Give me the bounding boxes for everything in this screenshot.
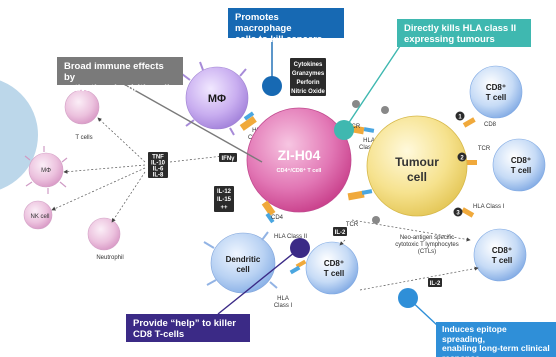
callout-dendritic: Broad immune effects by activating dendr… xyxy=(57,57,183,94)
dendritic-cell: Dendritic cell xyxy=(203,231,278,294)
cytokines-box: Cytokines Granzymes Perforin Nitric Oxid… xyxy=(290,58,326,96)
svg-text:Class II: Class II xyxy=(359,145,379,151)
svg-text:T cell: T cell xyxy=(324,269,344,278)
svg-text:IL-10: IL-10 xyxy=(151,161,166,167)
svg-text:cell: cell xyxy=(407,170,427,184)
svg-text:3: 3 xyxy=(456,211,460,217)
cd8-t-cell-top: CD8⁺ T cell xyxy=(469,65,523,119)
svg-text:2: 2 xyxy=(460,156,464,162)
svg-text:Neo-antigen specific: Neo-antigen specific xyxy=(400,235,454,241)
svg-text:cell: cell xyxy=(236,265,249,274)
svg-text:CD8⁺: CD8⁺ xyxy=(486,83,506,92)
svg-text:IL-6: IL-6 xyxy=(153,167,164,173)
svg-text:Nitric Oxide: Nitric Oxide xyxy=(291,89,325,95)
neutrophil-small: Neutrophil xyxy=(87,217,124,261)
macrophage-label: MΦ xyxy=(208,93,226,105)
help-callout-dot xyxy=(290,238,310,258)
step-markers: 1 2 3 xyxy=(453,111,467,217)
macrophage-callout-dot xyxy=(262,76,282,96)
svg-text:Tumour: Tumour xyxy=(395,155,439,169)
svg-text:CD4: CD4 xyxy=(271,215,284,221)
svg-text:HLA: HLA xyxy=(363,138,375,144)
t-cells-label: T cells xyxy=(75,135,92,141)
svg-text:CD8: CD8 xyxy=(484,122,497,128)
ifng-box: IFNγ xyxy=(219,153,237,162)
svg-text:HLA Class II: HLA Class II xyxy=(274,234,307,240)
zi-h04-title: ZI-H04 xyxy=(278,147,321,163)
il2-lower-box: IL-2 xyxy=(428,278,442,287)
svg-text:IFNγ: IFNγ xyxy=(221,156,235,162)
svg-text:Class I: Class I xyxy=(274,303,293,309)
callout-connectors xyxy=(119,36,439,327)
svg-text:HLA Class I: HLA Class I xyxy=(473,204,505,210)
svg-text:T cell: T cell xyxy=(492,256,512,265)
epitope-callout-dot xyxy=(398,288,418,308)
svg-text:TNF: TNF xyxy=(152,155,164,161)
callout-epitope: Induces epitope spreading, enabling long… xyxy=(436,322,556,357)
left-background-arc xyxy=(0,80,38,190)
nk-cell-small: NK cell xyxy=(23,200,53,230)
svg-text:CD8⁺: CD8⁺ xyxy=(511,156,531,165)
cd8-t-cell-low: CD8⁺ T cell xyxy=(473,228,527,282)
svg-text:IL-8: IL-8 xyxy=(153,173,164,179)
il2-box: IL-2 xyxy=(333,227,347,236)
svg-text:Perforin: Perforin xyxy=(296,80,319,86)
zi-h04-cell: ZI-H04 CD4⁺/CD8⁺ T cell xyxy=(246,107,352,213)
svg-text:TCR: TCR xyxy=(346,222,359,228)
svg-text:Dendritic: Dendritic xyxy=(226,255,261,264)
svg-text:TCR: TCR xyxy=(478,146,491,152)
macrophage-small: MΦ xyxy=(24,146,68,194)
cytokine-arrows xyxy=(51,117,233,223)
svg-text:++: ++ xyxy=(220,205,228,211)
svg-text:Granzymes: Granzymes xyxy=(292,71,325,77)
t-cells-small: T cells xyxy=(64,89,100,141)
callout-macrophage: Promotes macrophage cells to kill cancer… xyxy=(228,8,344,45)
svg-text:TCR: TCR xyxy=(348,124,361,130)
svg-text:CD8⁺: CD8⁺ xyxy=(492,246,512,255)
svg-text:IL-2: IL-2 xyxy=(430,281,441,287)
svg-text:T cell: T cell xyxy=(486,93,506,102)
svg-text:T cell: T cell xyxy=(511,166,531,175)
effector-arrows xyxy=(339,219,479,291)
svg-text:HLA: HLA xyxy=(277,296,289,302)
hla-callout-dot xyxy=(334,120,354,140)
tnf-box: TNF IL-10 IL-6 IL-8 xyxy=(148,152,168,179)
svg-text:CD8⁺: CD8⁺ xyxy=(324,259,344,268)
cd8-t-cell-bottom: CD8⁺ T cell xyxy=(305,241,359,295)
svg-text:cytotoxic T lymphocytes: cytotoxic T lymphocytes xyxy=(395,242,458,248)
svg-text:Cytokines: Cytokines xyxy=(294,62,323,68)
il12-box: IL-12 IL-15 ++ xyxy=(214,186,234,212)
macrophage-cell: MΦ HLA Class II xyxy=(181,61,268,141)
svg-text:1: 1 xyxy=(458,115,462,121)
callout-hla: Directly kills HLA class II expressing t… xyxy=(397,19,531,47)
svg-text:IL-2: IL-2 xyxy=(335,230,346,236)
macrophage-small-label: MΦ xyxy=(41,168,51,174)
callout-help: Provide “help” to killer CD8 T-cells xyxy=(126,314,250,342)
tumour-cell: Tumour cell xyxy=(352,100,468,224)
zi-h04-subtitle: CD4⁺/CD8⁺ T cell xyxy=(277,167,322,174)
svg-text:(CTLs): (CTLs) xyxy=(418,249,436,255)
svg-text:IL-15: IL-15 xyxy=(217,197,232,203)
neutrophil-label: Neutrophil xyxy=(96,255,123,261)
nk-cell-label: NK cell xyxy=(30,214,49,220)
cd8-t-cell-middle: CD8⁺ T cell xyxy=(492,138,546,192)
svg-text:IL-12: IL-12 xyxy=(217,189,232,195)
